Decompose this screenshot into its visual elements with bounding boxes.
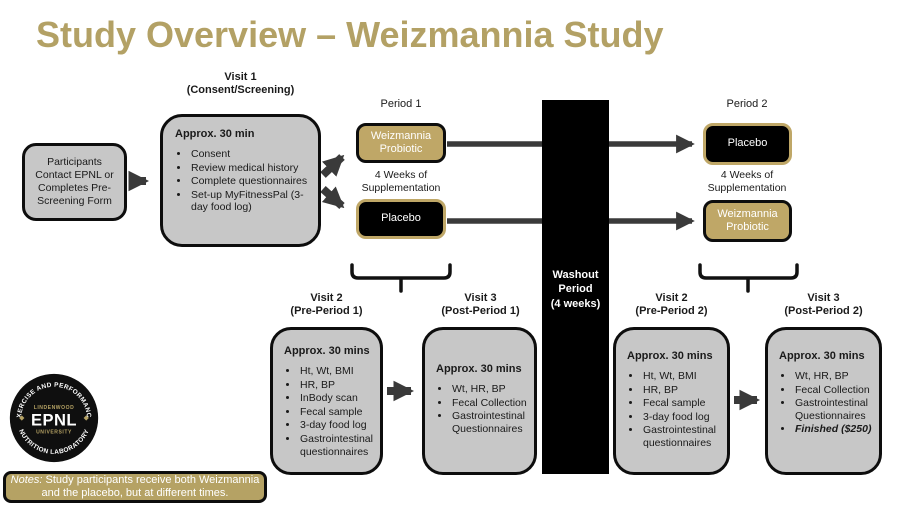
visit1-box: Approx. 30 min ConsentReview medical his…	[160, 114, 321, 247]
bullet-item: Gastrointestinal Questionnaires	[794, 397, 874, 422]
bullet-item: InBody scan	[299, 392, 375, 405]
period1-placebo-box: Placebo	[356, 199, 446, 239]
bullet-item: HR, BP	[642, 384, 722, 397]
visit3-post-period1-box: Approx. 30 mins Wt, HR, BPFecal Collecti…	[422, 327, 537, 475]
bullet-item: HR, BP	[299, 379, 375, 392]
bullet-item: Set-up MyFitnessPal (3-day food log)	[190, 189, 312, 214]
page-title: Study Overview – Weizmannia Study	[36, 14, 664, 55]
bullet-item: Ht, Wt, BMI	[642, 370, 722, 383]
bullet-item: Fecal sample	[642, 397, 722, 410]
visit2-pre-period1-label: Visit 2 (Pre-Period 1)	[268, 292, 385, 318]
visit2-pre-period1-bullet-list: Ht, Wt, BMIHR, BPInBody scanFecal sample…	[284, 365, 375, 458]
visit3-post-period1-label-line2: (Post-Period 1)	[441, 305, 520, 318]
bullet-item: Complete questionnaires	[190, 175, 312, 188]
period1-placebo-text: Placebo	[381, 212, 421, 225]
bullet-item: Fecal Collection	[451, 397, 529, 410]
visit2-pre-period1-label-line2: (Pre-Period 1)	[290, 305, 363, 318]
arrow-visit1-to-placebo	[320, 186, 345, 209]
bullet-item: Gastrointestinal questionnaires	[299, 433, 375, 458]
visit3-post-period1-duration: Approx. 30 mins	[436, 363, 522, 375]
epnl-logo-lindenwood-text: LINDENWOOD	[34, 405, 75, 411]
notes-box: Notes: Study participants receive both W…	[3, 471, 267, 503]
visit1-label: Visit 1 (Consent/Screening)	[163, 71, 318, 97]
period2-probiotic-box: Weizmannia Probiotic	[703, 200, 792, 242]
visit3-post-period2-label: Visit 3 (Post-Period 2)	[764, 292, 883, 318]
bracket-period2	[698, 263, 799, 293]
epnl-logo-circle	[9, 373, 99, 463]
washout-period-text: Washout Period (4 weeks)	[542, 100, 609, 311]
washout-line2: Period	[558, 283, 593, 296]
visit1-bullet-list: ConsentReview medical historyComplete qu…	[175, 148, 312, 214]
period2-supplementation-label: 4 Weeks of Supplementation	[707, 169, 787, 195]
visit1-label-line2: (Consent/Screening)	[186, 84, 295, 97]
epnl-logo-acronym: EPNL	[31, 410, 77, 429]
visit2-pre-period2-duration: Approx. 30 mins	[627, 350, 713, 362]
bullet-item: Gastrointestinal Questionnaires	[451, 410, 529, 435]
arrow-visit1-to-probiotic	[320, 154, 345, 178]
washout-line1: Washout	[552, 269, 599, 281]
washout-period-bar: Washout Period (4 weeks)	[542, 100, 609, 474]
period1-probiotic-box: Weizmannia Probiotic	[356, 123, 446, 163]
period1-probiotic-text: Weizmannia Probiotic	[370, 129, 432, 155]
bullet-item: Consent	[190, 148, 312, 161]
visit3-post-period1-bullet-list: Wt, HR, BPFecal CollectionGastrointestin…	[436, 383, 529, 435]
visit2-pre-period2-label-line2: (Pre-Period 2)	[635, 305, 708, 318]
notes-body: Study participants receive both Weizmann…	[41, 473, 260, 499]
bullet-item: Wt, HR, BP	[794, 370, 874, 383]
bullet-item: Ht, Wt, BMI	[299, 365, 375, 378]
visit2-pre-period1-duration: Approx. 30 mins	[284, 345, 370, 357]
visit2-pre-period1-label-line1: Visit 2	[310, 292, 343, 304]
bullet-item: 3-day food log	[642, 411, 722, 424]
washout-line3: (4 weeks)	[550, 297, 601, 310]
period1-supplementation-label: 4 Weeks of Supplementation	[361, 169, 441, 195]
period2-label: Period 2	[726, 98, 768, 110]
bullet-item: Fecal sample	[299, 406, 375, 419]
visit3-post-period1-label: Visit 3 (Post-Period 1)	[422, 292, 539, 318]
bullet-item: Wt, HR, BP	[451, 383, 529, 396]
visit1-duration: Approx. 30 min	[175, 128, 255, 140]
visit1-label-line1: Visit 1	[224, 71, 257, 83]
prescreening-text: Participants Contact EPNL or Completes P…	[35, 155, 114, 208]
bullet-item: Gastrointestinal questionnaires	[642, 424, 722, 449]
bracket-period1	[350, 263, 452, 293]
visit2-pre-period2-label-line1: Visit 2	[655, 292, 688, 304]
epnl-logo-university-text: UNIVERSITY	[36, 430, 72, 436]
visit2-pre-period2-bullet-list: Ht, Wt, BMIHR, BPFecal sample3-day food …	[627, 370, 722, 450]
period1-label: Period 1	[380, 98, 422, 110]
period2-placebo-text: Placebo	[727, 137, 768, 150]
visit3-post-period2-box: Approx. 30 mins Wt, HR, BPFecal Collecti…	[765, 327, 882, 475]
visit3-post-period2-label-line1: Visit 3	[807, 292, 840, 304]
visit3-post-period2-label-line2: (Post-Period 2)	[784, 305, 863, 318]
period2-probiotic-text: Weizmannia Probiotic	[717, 207, 778, 233]
bullet-item: Review medical history	[190, 162, 312, 175]
epnl-logo: EXERCISE AND PERFORMANCE NUTRITION LABOR…	[8, 372, 99, 463]
period2-placebo-box: Placebo	[703, 123, 792, 165]
visit3-post-period1-label-line1: Visit 3	[464, 292, 497, 304]
visit2-pre-period2-label: Visit 2 (Pre-Period 2)	[612, 292, 731, 318]
notes-prefix: Notes:	[10, 473, 43, 486]
bullet-item: Fecal Collection	[794, 384, 874, 397]
notes-text: Notes: Study participants receive both W…	[10, 474, 260, 500]
visit3-post-period2-duration: Approx. 30 mins	[779, 350, 865, 362]
visit2-pre-period1-box: Approx. 30 mins Ht, Wt, BMIHR, BPInBody …	[270, 327, 383, 475]
visit2-pre-period2-box: Approx. 30 mins Ht, Wt, BMIHR, BPFecal s…	[613, 327, 730, 475]
bullet-item: 3-day food log	[299, 419, 375, 432]
prescreening-box: Participants Contact EPNL or Completes P…	[22, 143, 127, 221]
bullet-item: Finished ($250)	[794, 423, 874, 436]
visit3-post-period2-bullet-list: Wt, HR, BPFecal CollectionGastrointestin…	[779, 370, 874, 436]
